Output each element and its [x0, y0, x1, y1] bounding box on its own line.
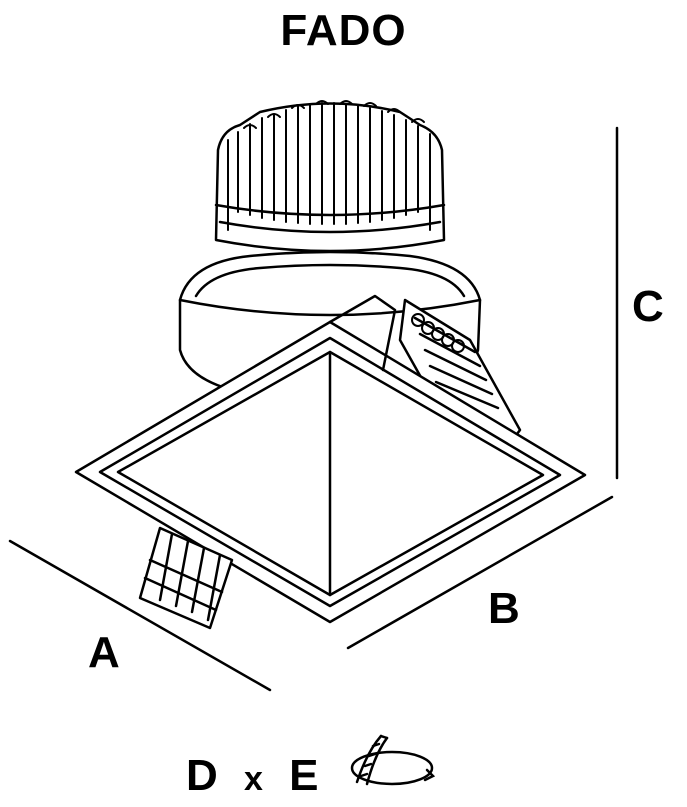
- cutout-label-d: D: [186, 751, 218, 800]
- heatsink: [214, 100, 446, 253]
- product-title: FADO: [280, 6, 407, 55]
- circular-saw-cut-icon: [337, 732, 447, 807]
- dimension-line-b: [346, 495, 614, 650]
- dimension-label-a: A: [88, 628, 120, 677]
- dimension-label-b: B: [488, 584, 520, 633]
- dimension-label-c: C: [632, 282, 664, 331]
- cutout-label-e: E: [289, 751, 319, 800]
- cutout-dimension: D x E: [186, 732, 447, 807]
- cutout-times: x: [244, 760, 263, 798]
- dimension-line-a: [8, 539, 272, 692]
- mounting-clip: [138, 526, 234, 630]
